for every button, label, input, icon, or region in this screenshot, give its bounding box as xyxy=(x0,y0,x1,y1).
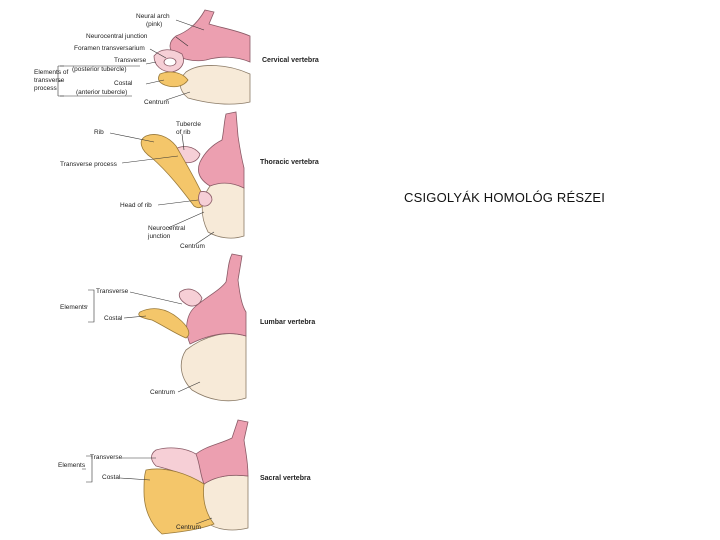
thoracic-neural-arch xyxy=(198,111,245,189)
label-of-rib: of rib xyxy=(176,129,191,136)
cervical-neural-arch xyxy=(169,9,251,63)
lumbar-leader-lines xyxy=(84,289,201,393)
thoracic-leader-lines xyxy=(109,132,215,245)
sacral-costal-element xyxy=(143,468,215,535)
label-transverse-process: Transverse process xyxy=(60,161,118,168)
cervical-centrum xyxy=(179,65,251,105)
label-sacral-costal: Costal xyxy=(102,474,121,481)
sacral-vertebra-name: Sacral vertebra xyxy=(260,475,311,482)
cervical-vertebra-name: Cervical vertebra xyxy=(262,57,319,64)
thoracic-centrum xyxy=(201,182,245,239)
label-elements-of: Elements of xyxy=(34,69,69,76)
label-rib: Rib xyxy=(94,129,104,136)
label-transverse: Transverse xyxy=(114,57,147,64)
thoracic-head-of-rib-facet xyxy=(198,191,213,207)
thoracic-vertebra-illustration xyxy=(140,111,245,239)
lumbar-centrum xyxy=(180,333,247,402)
lumbar-vertebra-illustration xyxy=(138,253,247,402)
label-cervical-centrum: Centrum xyxy=(144,99,169,106)
label-elements-transverse: transverse xyxy=(34,77,65,84)
label-lumbar-elements: Elements xyxy=(60,304,88,311)
lumbar-transverse-element xyxy=(178,288,203,307)
sacral-neural-arch xyxy=(193,419,249,485)
cervical-vertebra-illustration xyxy=(153,9,251,105)
label-sacral-elements: Elements xyxy=(58,462,86,469)
label-neural-arch: Neural arch xyxy=(136,13,170,20)
label-lumbar-costal: Costal xyxy=(104,315,123,322)
label-neurocentral-junction: Neurocentral junction xyxy=(86,33,148,40)
label-junction: junction xyxy=(147,233,171,240)
label-tubercle: Tubercle xyxy=(176,121,201,128)
thoracic-vertebra-name: Thoracic vertebra xyxy=(260,159,319,166)
label-posterior-tubercle: (posterior tubercle) xyxy=(72,66,127,73)
label-thoracic-centrum: Centrum xyxy=(180,243,205,250)
label-lumbar-centrum: Centrum xyxy=(150,389,175,396)
foramen-transversarium-hole xyxy=(163,57,177,67)
label-costal: Costal xyxy=(114,80,133,87)
label-lumbar-transverse: Transverse xyxy=(96,288,129,295)
label-sacral-centrum: Centrum xyxy=(176,524,201,531)
lumbar-vertebra-name: Lumbar vertebra xyxy=(260,319,315,326)
label-head-of-rib: Head of rib xyxy=(120,202,152,209)
page-title: CSIGOLYÁK HOMOLÓG RÉSZEI xyxy=(404,190,606,205)
thoracic-rib xyxy=(140,134,205,208)
sacral-vertebra-illustration xyxy=(143,419,249,535)
label-neural-arch-pink: (pink) xyxy=(146,21,162,28)
label-foramen-transversarium: Foramen transversarium xyxy=(74,45,145,52)
label-elements-process: process xyxy=(34,85,58,92)
label-neurocentral: Neurocentral xyxy=(148,225,186,232)
label-anterior-tubercle: (anterior tubercle) xyxy=(76,89,127,96)
lumbar-costal-element xyxy=(138,308,190,339)
label-sacral-transverse: Transverse xyxy=(90,454,123,461)
cervical-costal-element xyxy=(158,71,189,88)
sacral-leader-lines xyxy=(82,455,213,525)
cervical-leader-lines xyxy=(57,19,205,101)
